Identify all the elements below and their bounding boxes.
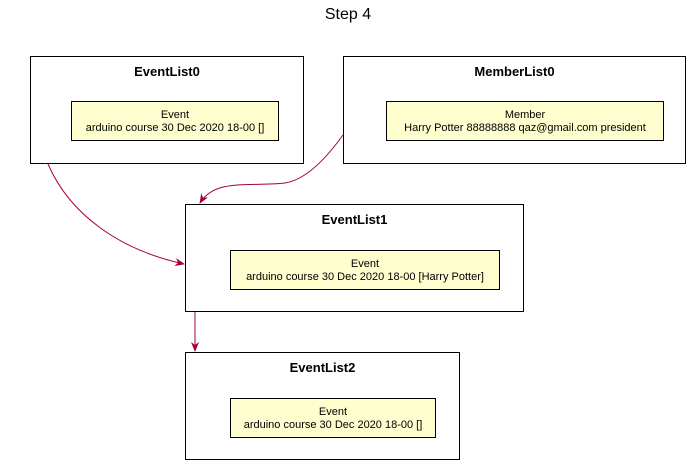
object-type: Event [318,406,348,418]
object-type: Event [350,258,380,270]
object-value: arduino course 30 Dec 2020 18-00 [] [243,419,423,431]
object-type: Member [504,109,546,121]
member-object: Member Harry Potter 88888888 qaz@gmail.c… [386,101,664,141]
object-value: Harry Potter 88888888 qaz@gmail.com pres… [404,122,646,134]
object-value: arduino course 30 Dec 2020 18-00 [Harry … [246,271,484,283]
event-object: Event arduino course 30 Dec 2020 18-00 [… [71,101,279,141]
event-object: Event arduino course 30 Dec 2020 18-00 [… [230,398,436,438]
diagram-title: Step 4 [324,6,372,23]
frame-memberlist0: MemberList0 Member Harry Potter 88888888… [343,56,686,164]
edge-memberlist0-to-eventlist1 [199,134,344,204]
frame-eventlist2: EventList2 Event arduino course 30 Dec 2… [185,352,460,460]
event-object: Event arduino course 30 Dec 2020 18-00 [… [230,250,500,290]
frame-eventlist1: EventList1 Event arduino course 30 Dec 2… [185,204,524,312]
edge-eventlist0-to-eventlist1 [47,163,185,266]
frame-title: EventList0 [134,64,200,79]
frame-title: MemberList0 [474,64,555,79]
frame-title: EventList2 [289,360,356,375]
frame-title: EventList1 [321,212,388,227]
object-value: arduino course 30 Dec 2020 18-00 [] [85,122,265,134]
frame-eventlist0: EventList0 Event arduino course 30 Dec 2… [30,56,304,164]
object-type: Event [160,109,190,121]
